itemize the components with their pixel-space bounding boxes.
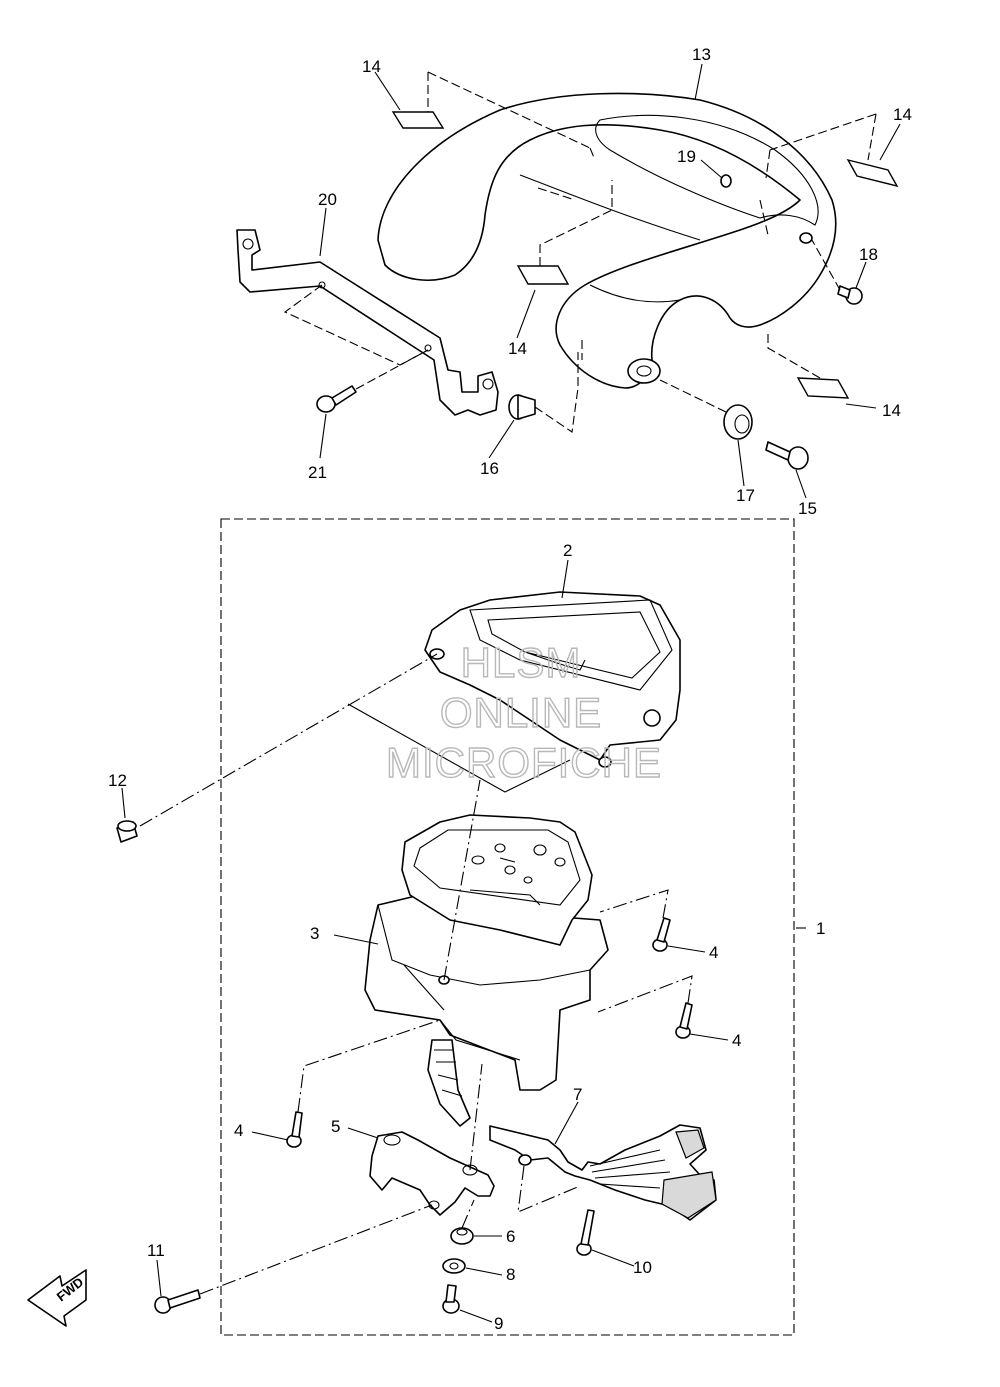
callout-21: 21 (308, 463, 327, 482)
callout-17: 17 (736, 486, 755, 505)
callout-14-c: 14 (508, 339, 527, 358)
callout-16: 16 (480, 459, 499, 478)
callout-15: 15 (798, 499, 817, 518)
bolt-15 (765, 441, 809, 470)
screw-10 (576, 1209, 595, 1256)
grommet-17 (659, 379, 753, 440)
screw-11 (154, 1204, 433, 1314)
bracket-5 (369, 1063, 495, 1216)
callout-11: 11 (147, 1241, 165, 1260)
pad-leaders (427, 71, 877, 379)
callout-leaders (121, 63, 901, 1323)
callout-numbers: 1 2 3 4 4 4 5 6 7 8 9 10 11 12 13 14 14 … (108, 45, 912, 1333)
pad-14-lower-right (796, 377, 850, 399)
assembly-1-boundary (220, 518, 795, 1336)
callout-12: 12 (108, 771, 127, 790)
screw-4-lower-right (597, 975, 693, 1039)
screw-4-upper-right (599, 889, 671, 952)
callout-19: 19 (677, 147, 696, 166)
rivet-12 (116, 653, 571, 843)
grommet-6 (450, 1227, 474, 1245)
callout-10: 10 (633, 1258, 652, 1277)
washer-8 (442, 1258, 466, 1274)
stack-leader (461, 1199, 475, 1229)
watermark-line-1: HLSM (461, 639, 582, 686)
callout-1: 1 (816, 919, 825, 938)
callout-13: 13 (692, 45, 711, 64)
callout-4-b: 4 (732, 1031, 741, 1050)
grommet-16 (508, 352, 579, 433)
callout-20: 20 (318, 190, 337, 209)
screw-21 (316, 349, 429, 413)
bolt-9 (442, 1284, 460, 1314)
callout-5: 5 (331, 1117, 340, 1136)
callout-6: 6 (506, 1227, 515, 1246)
screw-4-left (286, 1019, 441, 1148)
callout-7: 7 (573, 1085, 582, 1104)
meter-cover (377, 92, 837, 389)
callout-4-c: 4 (234, 1121, 243, 1140)
pad-14-top-right (846, 158, 899, 188)
callout-9: 9 (494, 1314, 503, 1333)
callout-8: 8 (506, 1265, 515, 1284)
meter-body-3 (364, 779, 609, 1127)
watermark: HLSM ONLINE MICROFICHE (385, 638, 662, 786)
callout-14-d: 14 (882, 401, 901, 420)
pad-14-top-left (391, 111, 445, 129)
callout-3: 3 (310, 924, 319, 943)
pad-14-middle (516, 265, 570, 285)
callout-18: 18 (859, 245, 878, 264)
callout-2: 2 (563, 541, 572, 560)
wire-harness-7 (489, 1124, 717, 1221)
callout-4-a: 4 (709, 943, 718, 962)
watermark-line-2: ONLINE (440, 689, 602, 736)
fwd-arrow-icon: FWD (27, 1269, 87, 1327)
callout-14-a: 14 (362, 57, 381, 76)
callout-14-b: 14 (893, 105, 912, 124)
screw-18 (811, 239, 863, 305)
watermark-line-3: MICROFICHE (386, 739, 662, 786)
